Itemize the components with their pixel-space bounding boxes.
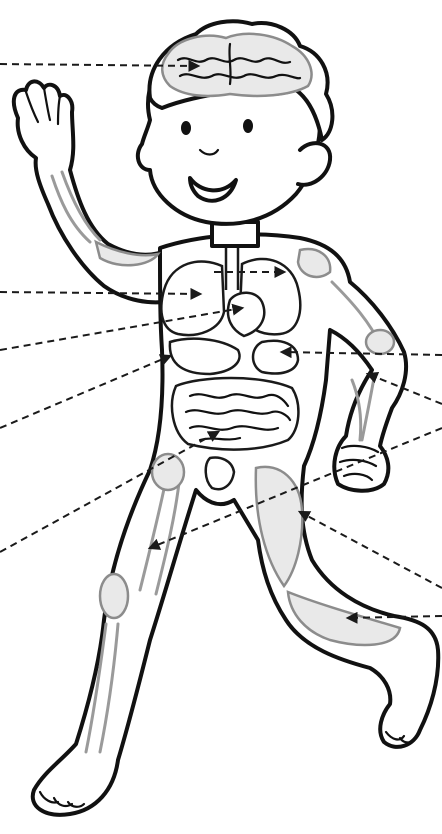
hip-joint-left [152,454,184,490]
head [138,21,333,246]
liver [253,341,298,374]
knee-left [100,574,128,618]
leader-line-stomach [0,356,170,428]
elbow-right [366,330,394,354]
bladder [206,458,234,490]
right-eye [243,119,253,133]
ear [298,143,330,185]
left-eye [181,121,191,135]
